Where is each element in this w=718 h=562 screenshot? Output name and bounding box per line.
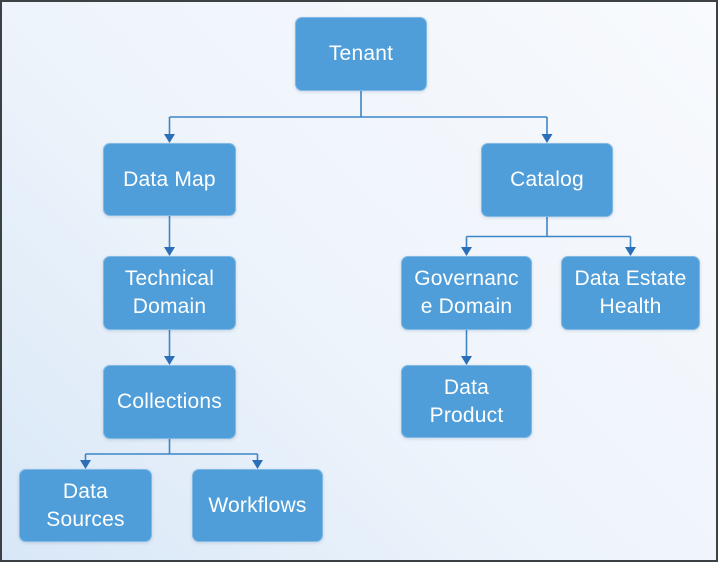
node-collections: Collections — [103, 365, 236, 439]
connector-arrow — [164, 356, 175, 365]
node-catalog: Catalog — [481, 143, 613, 217]
node-label-line: Governanc — [414, 267, 519, 290]
node-label-line: Catalog — [510, 168, 584, 191]
connector-arrow — [252, 460, 263, 469]
node-workflows: Workflows — [192, 469, 323, 542]
node-tenant: Tenant — [295, 17, 427, 91]
node-label-line: Data — [62, 479, 109, 503]
node-label-line: Domain — [132, 295, 207, 318]
node-label-line: Health — [599, 295, 662, 318]
node-label-line: Technical — [124, 267, 215, 290]
node-label-line: Product — [429, 403, 504, 427]
node-label-line: Tenant — [328, 42, 394, 65]
node-label-line: Data Estate — [574, 267, 687, 290]
node-label-line: Collections — [117, 390, 222, 413]
connector-arrow — [461, 356, 472, 365]
connector-arrow — [164, 247, 175, 256]
node-label-line: Data — [443, 375, 490, 399]
node-label-line: Workflows — [208, 493, 307, 517]
node-data-map: Data Map — [103, 143, 236, 216]
node-governance-domain: Governanc e Domain — [401, 256, 532, 330]
node-label-line: Data Map — [123, 167, 216, 191]
node-label-line: Sources — [46, 507, 125, 531]
connector-arrow — [541, 134, 553, 143]
connector-arrow — [80, 460, 91, 469]
connector-arrow — [164, 134, 175, 143]
connector-arrow — [461, 247, 472, 256]
connector-arrow — [625, 247, 636, 256]
node-label-line: e Domain — [420, 295, 513, 318]
